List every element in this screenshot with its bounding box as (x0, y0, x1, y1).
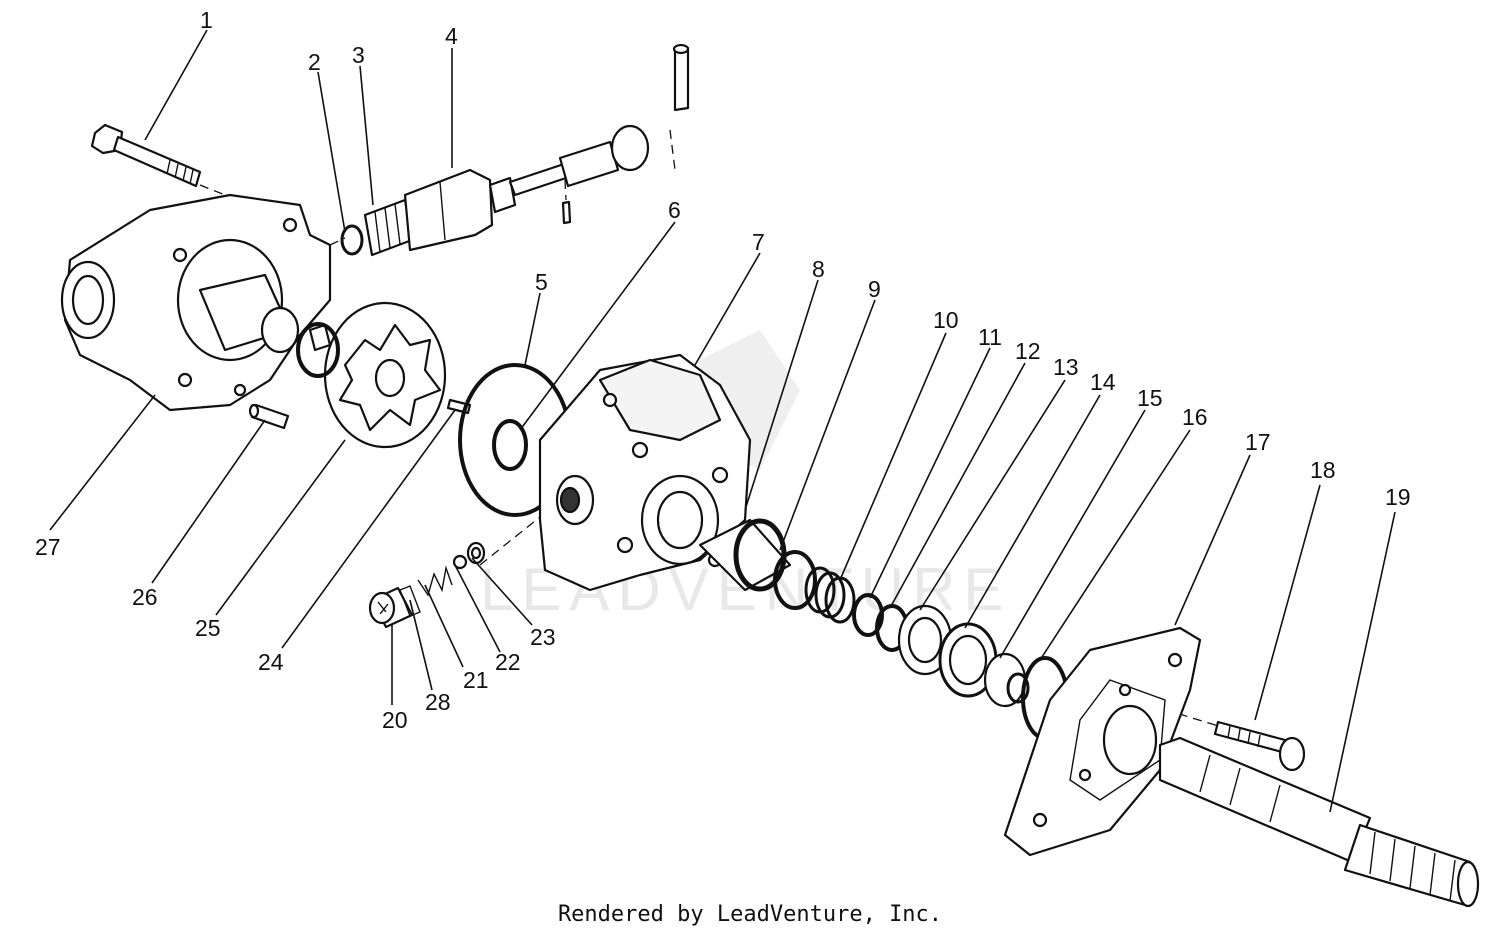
callout-21: 21 (463, 667, 489, 693)
part-2-small-o-ring (340, 224, 364, 256)
callout-8: 8 (812, 256, 825, 282)
callout-27: 27 (35, 534, 61, 560)
callout-6: 6 (668, 197, 681, 223)
callout-20: 20 (382, 707, 408, 733)
part-18-screw (1213, 720, 1306, 772)
callout-28: 28 (425, 689, 451, 715)
render-credit: Rendered by LeadVenture, Inc. (557, 902, 943, 927)
callout-11: 11 (978, 324, 1002, 350)
part-27-rear-housing (60, 193, 332, 412)
callout-23: 23 (530, 624, 556, 650)
callout-labels: 1 2 3 4 5 6 7 8 9 10 11 12 13 14 15 16 1… (35, 7, 1411, 733)
callout-24: 24 (258, 649, 284, 675)
part-3-spring-fitting (363, 198, 414, 257)
callout-13: 13 (1053, 354, 1079, 380)
callout-1: 1 (200, 7, 213, 33)
callout-4: 4 (445, 23, 458, 49)
callout-19: 19 (1385, 484, 1411, 510)
part-7-front-housing (538, 353, 752, 592)
callout-10: 10 (933, 307, 959, 333)
callout-25: 25 (195, 615, 221, 641)
callout-15: 15 (1137, 385, 1163, 411)
callout-18: 18 (1310, 457, 1336, 483)
part-1-bolt (90, 123, 202, 188)
part-26-dowel-pin (248, 403, 290, 430)
part-6-small-o-ring (492, 419, 528, 471)
leader-lines (49, 29, 1396, 813)
part-14-seal (938, 622, 998, 698)
callout-14: 14 (1090, 369, 1116, 395)
part-8-bushing (698, 518, 792, 592)
part-20-plug (368, 586, 414, 629)
callout-26: 26 (132, 584, 158, 610)
part-17-cover-plate (1003, 626, 1202, 857)
callout-22: 22 (495, 649, 521, 675)
callout-12: 12 (1015, 338, 1041, 364)
callout-17: 17 (1245, 429, 1271, 455)
callout-5: 5 (535, 269, 548, 295)
part-19-shaft (1158, 736, 1480, 908)
callout-16: 16 (1182, 404, 1208, 430)
callout-7: 7 (752, 229, 765, 255)
part-25-gerotor-gear (296, 301, 447, 449)
part-4-valve-body (403, 43, 690, 252)
callout-3: 3 (352, 42, 365, 68)
callout-2: 2 (308, 49, 321, 75)
part-21-spring (417, 565, 453, 597)
callout-9: 9 (868, 276, 881, 302)
part-28-washer (399, 585, 421, 617)
part-22-ball (452, 554, 468, 570)
part-9-o-ring (773, 550, 817, 610)
part-23-seat (466, 541, 486, 565)
